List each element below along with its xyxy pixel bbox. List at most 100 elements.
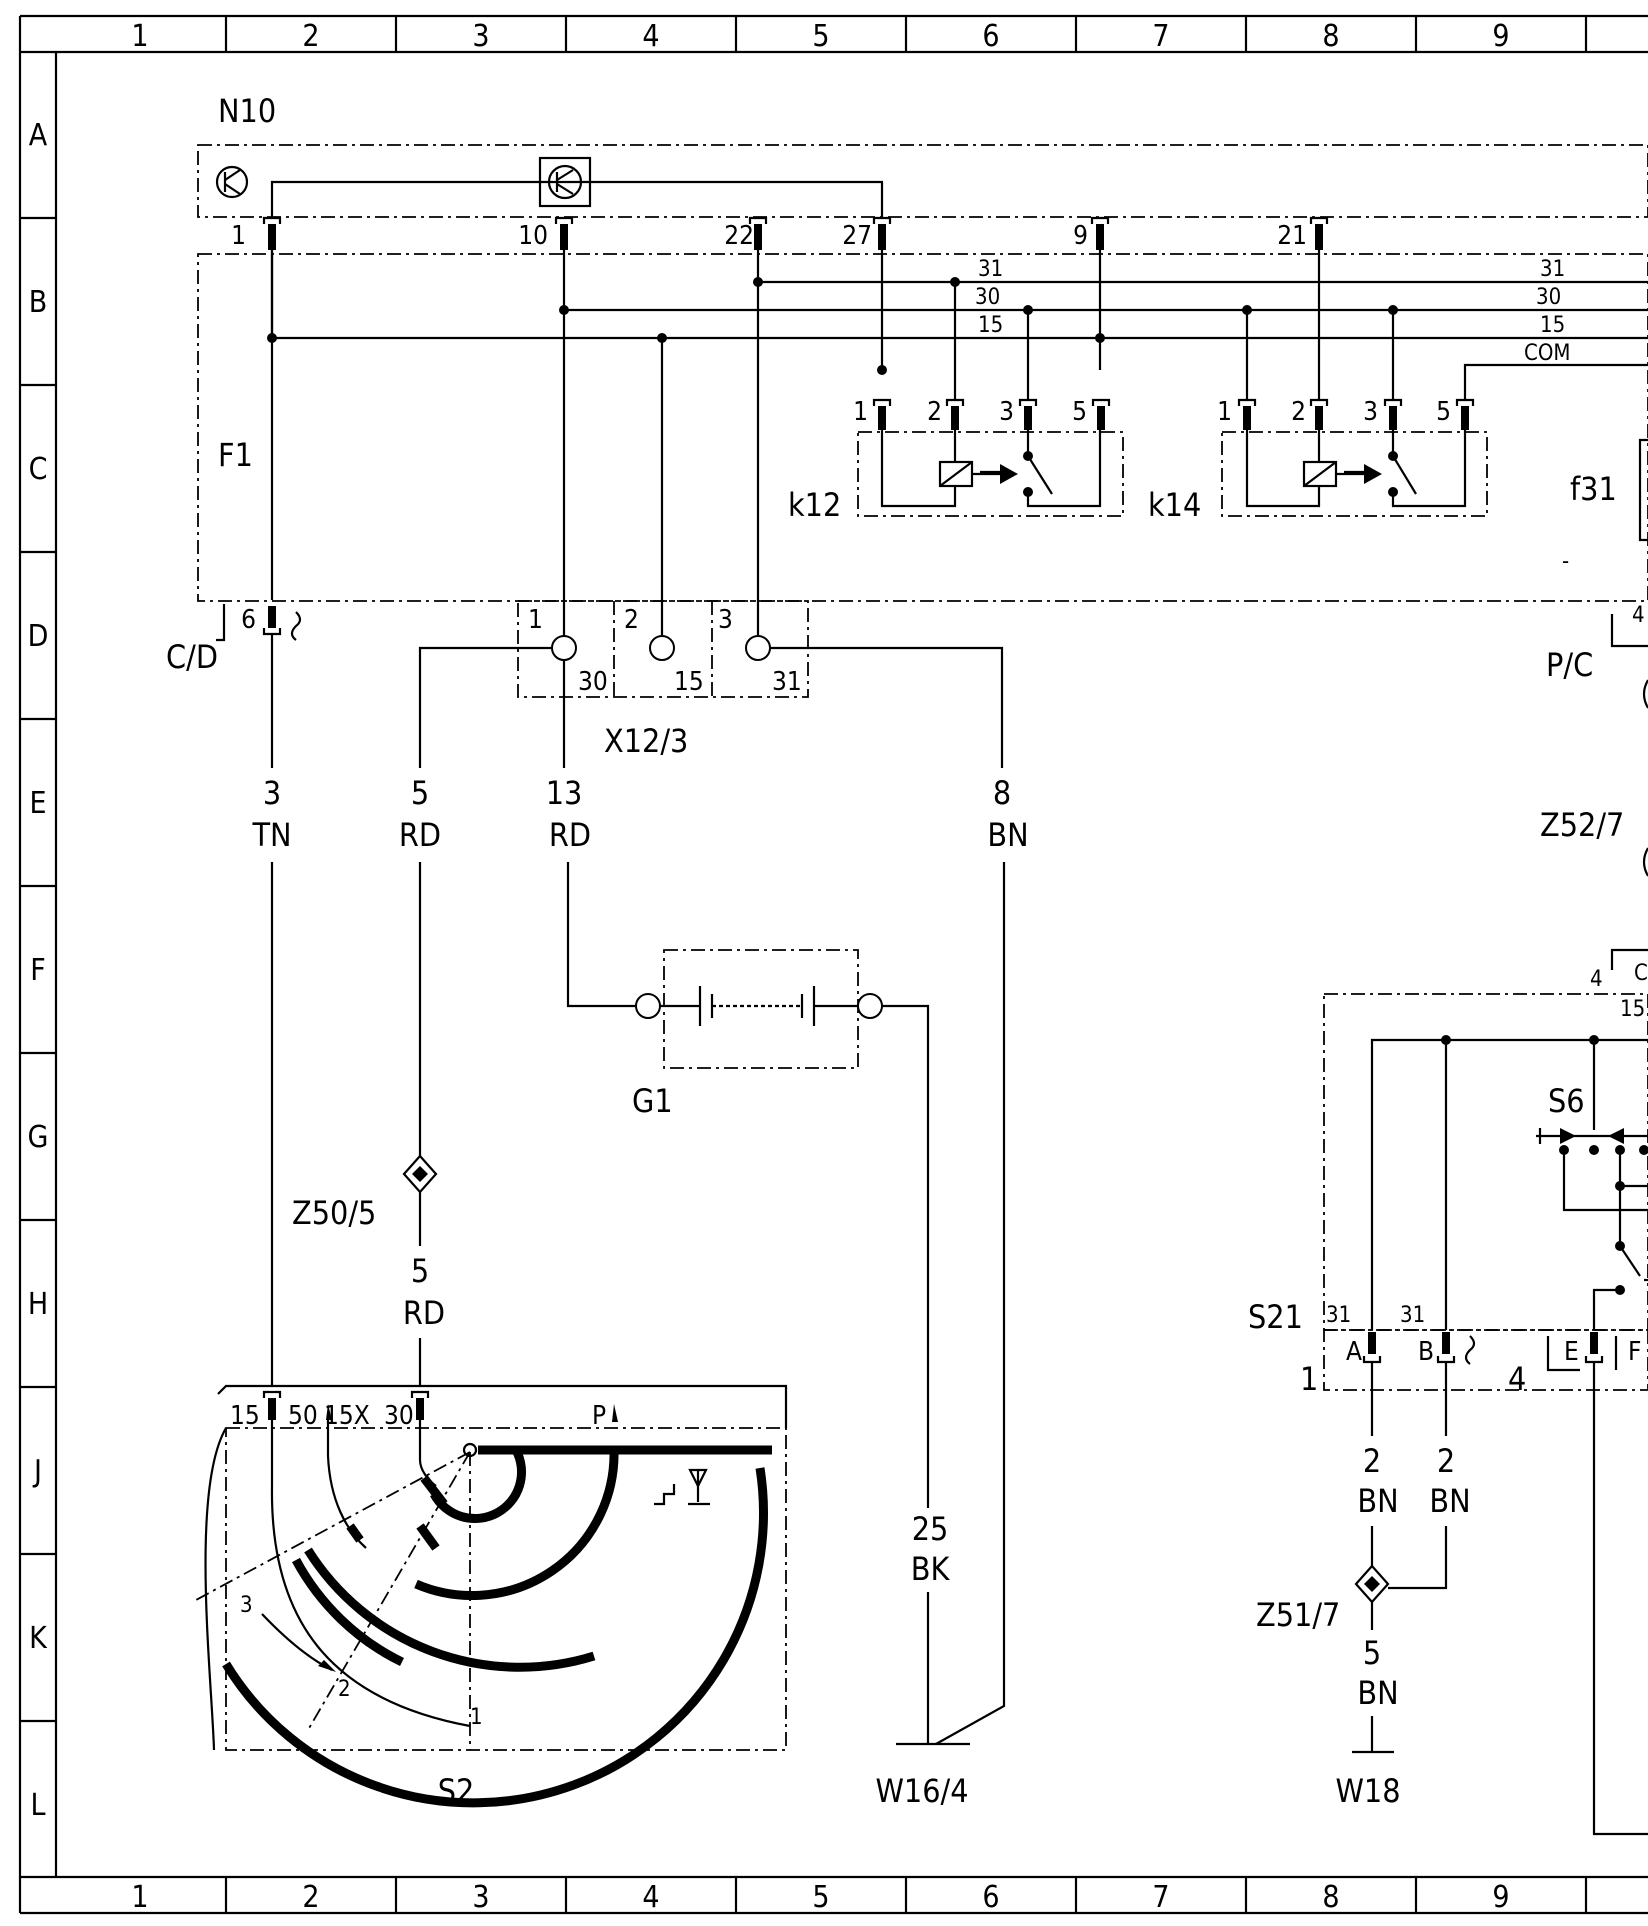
battery-g1: G1 25 BK	[632, 949, 951, 1744]
wire-25-number: 25	[912, 1510, 949, 1548]
k14-pin-1: 1	[1217, 397, 1232, 427]
bus-label-31-right: 31	[1540, 257, 1565, 282]
grid-row-f: F	[30, 953, 46, 988]
n10-module: N10	[197, 92, 1648, 218]
n10-pin-9: 9	[1073, 221, 1088, 251]
s2-position-3: 3	[240, 1593, 253, 1618]
k12-pin-3: 3	[999, 397, 1014, 427]
n10-pin-27: 27	[842, 221, 872, 251]
grid-row-g: G	[28, 1120, 49, 1155]
s2-term-50: 50	[288, 1401, 318, 1431]
k12-pin-5: 5	[1072, 397, 1087, 427]
s21-pin-15: 15	[1620, 997, 1645, 1022]
s2-position-2: 2	[338, 1677, 351, 1702]
grid-row-d: D	[28, 619, 49, 654]
wire-3-color: TN	[251, 816, 291, 854]
grid-col-9: 9	[1492, 19, 1509, 54]
wire-25-color: BK	[911, 1550, 951, 1588]
grid-col-7: 7	[1152, 19, 1169, 54]
k14-pin-5: 5	[1436, 397, 1451, 427]
ground-w16-4: W16/4	[875, 1742, 970, 1810]
s2-term-15: 15	[230, 1401, 260, 1431]
wires-left: 3 TN 5 RD 13 RD 8 BN	[251, 634, 1029, 1745]
bus-label-31: 31	[978, 257, 1003, 282]
wire-2-bn-a-number: 2	[1363, 1442, 1381, 1480]
grid-col-2: 2	[302, 19, 319, 54]
s2-term-p: P	[592, 1401, 606, 1431]
grid-column-labels-bottom: 1 2 3 4 5 6 7 8 9	[131, 1880, 1509, 1915]
s2-term-15x: 15X	[324, 1401, 370, 1431]
wire-5-color: RD	[399, 816, 441, 854]
splice-z50-5: Z50/5 5 RD	[292, 1154, 445, 1386]
k12-pin-2: 2	[927, 397, 942, 427]
f1-box: F1	[197, 253, 1648, 602]
n10-label: N10	[218, 92, 276, 130]
wire-13-color: RD	[549, 816, 591, 854]
grid-col-5: 5	[812, 19, 829, 54]
grid-row-j: J	[32, 1454, 42, 1489]
z50-5-label: Z50/5	[292, 1194, 376, 1232]
grid-row-a: A	[29, 118, 48, 153]
wire-8-number: 8	[993, 774, 1011, 812]
grid-col-8-bottom: 8	[1322, 1880, 1339, 1915]
grid-column-labels-top: 1 2 3 4 5 6 7 8 9	[131, 19, 1509, 54]
cd-label: C/D	[166, 638, 218, 676]
grid-row-c: C	[29, 452, 48, 487]
wire-5-rd-number: 5	[411, 1252, 429, 1290]
f31-label: f31	[1570, 470, 1617, 508]
grid-col-4-bottom: 4	[642, 1880, 659, 1915]
bus-label-15-right: 15	[1540, 313, 1565, 338]
z52-7-label: Z52/7	[1540, 806, 1624, 844]
k14-pin-3: 3	[1363, 397, 1378, 427]
z52-7-pin-4: 4	[1590, 967, 1603, 992]
s21-pin-4: 4	[1508, 1360, 1526, 1398]
s2-term-30: 30	[384, 1401, 414, 1431]
k14-label: k14	[1148, 486, 1201, 524]
n10-pins: 1 10 22 27 9 21	[231, 216, 1329, 251]
x12-3-pin-1: 1	[528, 605, 543, 635]
pc-label: P/C	[1546, 646, 1593, 684]
grid-col-6-bottom: 6	[982, 1880, 999, 1915]
grid-col-1: 1	[131, 19, 148, 54]
s21-pin-f: F	[1628, 1337, 1641, 1367]
k14-pin-2: 2	[1291, 397, 1306, 427]
wires-s21: 2 BN 2 BN Z51/7 5 BN W18	[1256, 1362, 1648, 1836]
wire-13-number: 13	[546, 774, 583, 812]
f31-fuse: f31 -	[1562, 438, 1648, 574]
grid-row-e: E	[29, 786, 46, 821]
pc-pin-4: 4	[1632, 603, 1645, 628]
x12-3-pin-30: 30	[578, 667, 608, 697]
grid-row-h: H	[28, 1287, 48, 1322]
s2-label: S2	[438, 1772, 475, 1810]
s21-pin-31-b: 31	[1400, 1303, 1425, 1328]
k12-pin-1: 1	[853, 397, 868, 427]
grid-col-6: 6	[982, 19, 999, 54]
cd-pin-6: 6	[241, 605, 256, 635]
w18-label: W18	[1335, 1772, 1400, 1810]
x12-3-pin-15: 15	[674, 667, 704, 697]
pc-connector: P/C 4 Z52/7	[1540, 603, 1648, 877]
grid-row-labels: A B C D E F G H J K L	[28, 118, 49, 1823]
grid-row-b: B	[29, 285, 48, 320]
grid-col-4: 4	[642, 19, 659, 54]
x12-3-pin-2: 2	[624, 605, 639, 635]
relay-k14: k14 1 2 3 5	[1148, 397, 1488, 524]
n10-pin-10: 10	[518, 221, 548, 251]
diagram-frame	[18, 14, 1648, 1915]
grid-col-3-bottom: 3	[472, 1880, 489, 1915]
ignition-switch-s2: 15 50 15X 30 P 3 2	[195, 1384, 788, 1810]
svg-text:-: -	[1562, 549, 1569, 574]
s21-pin-e: E	[1564, 1337, 1579, 1367]
bus-label-30-right: 30	[1536, 285, 1561, 310]
grid-col-8: 8	[1322, 19, 1339, 54]
k12-label: k12	[788, 486, 841, 524]
wire-2-bn-a-color: BN	[1357, 1482, 1398, 1520]
wire-3-number: 3	[263, 774, 281, 812]
relay-k12: k12 1 2 3 5	[788, 397, 1124, 524]
s21-pin-1: 1	[1300, 1360, 1318, 1398]
x12-3-connector: 1 2 3 30 15 31 X12/3	[517, 282, 809, 760]
wire-5-bn-color: BN	[1357, 1674, 1398, 1712]
s21-label: S21	[1248, 1298, 1303, 1336]
bus-label-com: COM	[1524, 341, 1570, 366]
wire-8-color: BN	[987, 816, 1028, 854]
